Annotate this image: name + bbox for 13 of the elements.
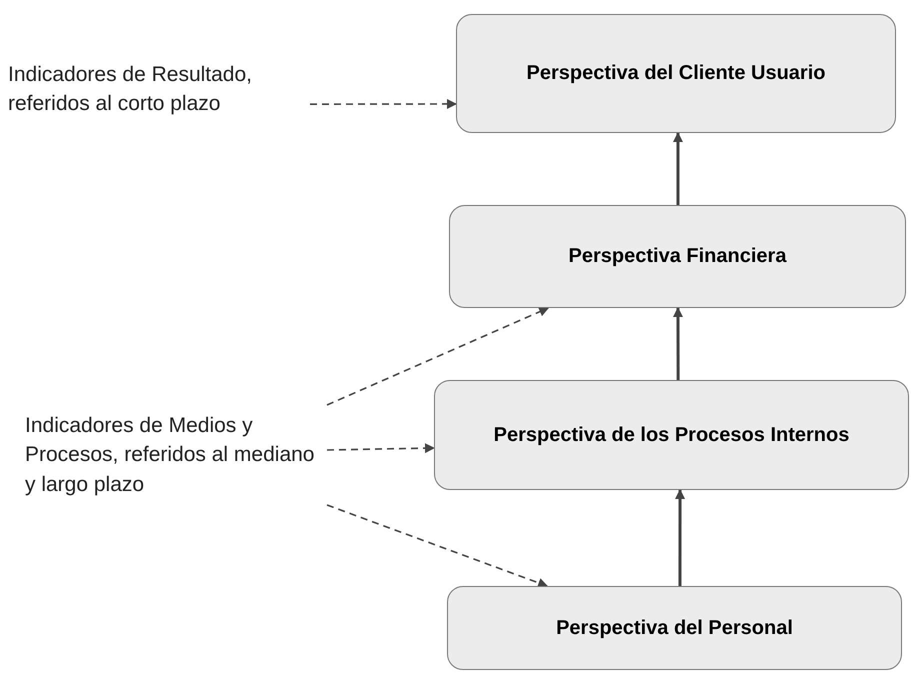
indicator-text: Indicadores de Resultado, referidos al corto plazo (8, 56, 310, 122)
arrow (672, 132, 683, 205)
perspective-box: Perspectiva del Personal (447, 586, 902, 670)
perspective-box: Perspectiva de los Procesos Internos (434, 380, 909, 490)
perspective-box: Perspectiva del Cliente Usuario (456, 14, 896, 133)
indicator-text: Indicadores de Medios y Procesos, referidos al mediano y largo plazo (25, 405, 327, 505)
arrow (675, 489, 686, 586)
arrow (326, 307, 550, 406)
arrow (326, 504, 548, 588)
arrow (310, 98, 457, 109)
arrow (672, 307, 683, 380)
arrow (326, 443, 435, 454)
perspective-box: Perspectiva Financiera (449, 205, 906, 308)
